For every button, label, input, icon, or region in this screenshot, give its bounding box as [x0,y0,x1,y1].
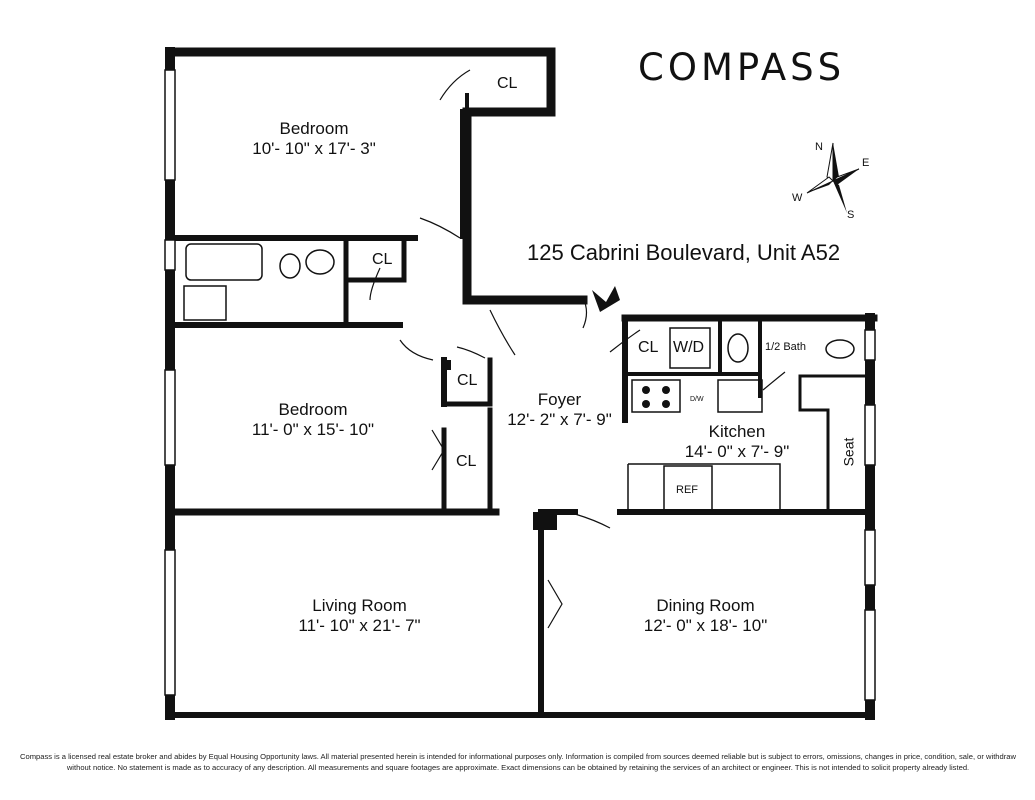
room-bedroom-2: Bedroom 11'- 0" x 15'- 10" [238,400,388,440]
room-kitchen: Kitchen 14'- 0" x 7'- 9" [672,422,802,462]
room-name: Kitchen [708,422,766,441]
room-name: Foyer [537,390,582,409]
compass-south: S [847,209,855,221]
closet-label: CL [497,75,518,92]
compass-east: E [862,157,870,169]
toilet [279,253,301,279]
wall-seat [798,374,868,514]
room-dining: Dining Room 12'- 0" x 18'- 10" [633,596,778,636]
exterior-walls [165,47,588,305]
kitchen-counter [627,463,781,512]
closet-label: CL [638,339,659,356]
room-bedroom-1: Bedroom 10'- 10" x 17'- 3" [244,119,384,159]
sink [305,249,335,275]
closet-label: CL [456,453,477,470]
room-name: Living Room [312,596,407,615]
wall-cl-bath [343,235,407,283]
dishwasher-label: D/W [690,396,704,403]
room-foyer: Foyer 12'- 2" x 7'- 9" [497,390,622,430]
refrigerator-label: REF [676,484,698,496]
room-name: Bedroom [278,400,348,419]
compass-west: W [792,192,803,204]
half-bath-toilet [825,339,855,359]
closet-label: CL [457,372,478,389]
compass-north: N [815,141,823,153]
washer-dryer [669,327,711,369]
room-dimensions: 11'- 10" x 21'- 7" [298,616,421,635]
closet-label: CL [372,251,393,268]
room-dimensions: 12'- 0" x 18'- 10" [643,616,768,635]
bathtub [185,243,263,281]
compass-logo: COMPASS [638,46,870,90]
room-living: Living Room 11'- 10" x 21'- 7" [287,596,432,636]
kitchen-sink [717,379,763,413]
room-name: Dining Room [656,596,755,615]
refrigerator [663,465,713,511]
room-dimensions: 12'- 2" x 7'- 9" [507,410,612,429]
stove [631,379,681,413]
seat-label: Seat [840,437,857,467]
wall-halfbath [718,318,762,398]
compass-rose-icon [806,142,860,213]
room-dimensions: 10'- 10" x 17'- 3" [252,139,376,158]
washer-dryer-label: W/D [673,339,705,356]
half-bath-sink [727,333,749,363]
brand-name: COMPASS [638,46,846,89]
legal-disclaimer: Compass is a licensed real estate broker… [20,752,1016,772]
wall-cl3 [441,407,493,515]
wall-cl2 [441,357,493,407]
linen-shelf [183,285,227,321]
property-address: 125 Cabrini Boulevard, Unit A52 [527,240,841,265]
room-dimensions: 11'- 0" x 15'- 10" [251,420,375,439]
room-name: Bedroom [279,119,349,138]
entry-arrow [592,286,620,312]
room-dimensions: 14'- 0" x 7'- 9" [684,442,790,461]
half-bath-label: 1/2 Bath [765,341,806,353]
